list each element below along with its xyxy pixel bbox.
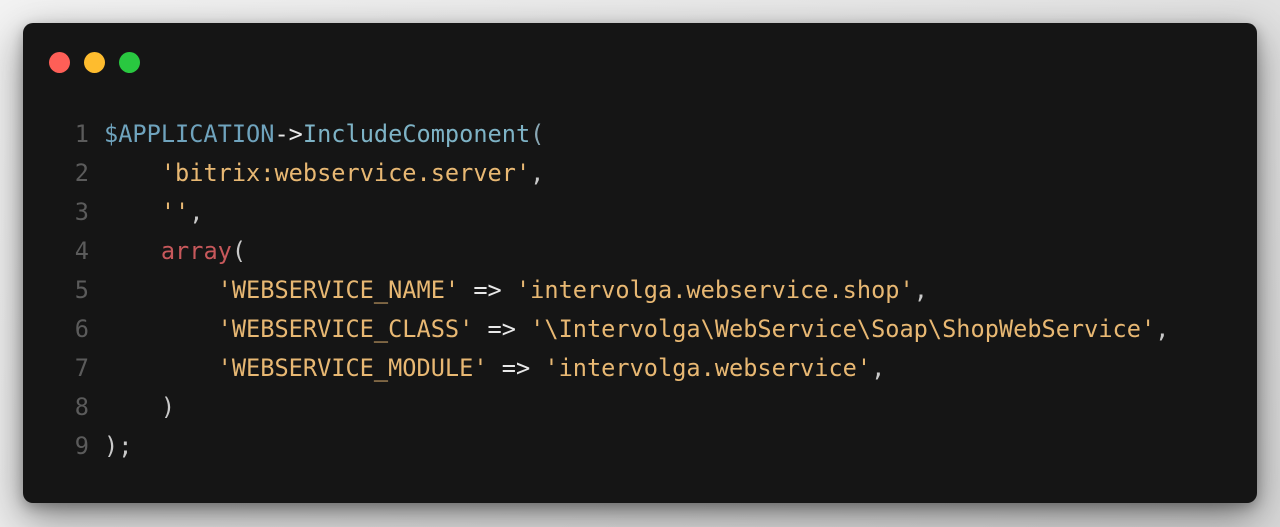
token-string: 'bitrix:webservice.server': [160, 159, 531, 187]
token-operator: =>: [487, 354, 545, 382]
token-punctuation: );: [104, 432, 133, 460]
code-content: array(: [104, 232, 246, 271]
line-number: 2: [74, 159, 89, 187]
token-operator: =>: [473, 315, 531, 343]
code-content: );: [104, 427, 132, 466]
minimize-window-icon[interactable]: [84, 52, 105, 73]
token-punctuation: ): [160, 393, 176, 421]
code-line: 4 array(: [23, 232, 1169, 271]
code-content: 'WEBSERVICE_CLASS' => '\Intervolga\WebSe…: [104, 310, 1170, 349]
token-punctuation: (: [231, 237, 247, 265]
code-line: 1 $APPLICATION->IncludeComponent(: [23, 115, 1169, 154]
token-keyword: array: [160, 237, 232, 265]
indent: [104, 393, 161, 421]
code-content: 'bitrix:webservice.server',: [104, 154, 545, 193]
token-punctuation: ,: [1155, 315, 1170, 343]
token-punctuation: (: [530, 120, 545, 148]
indent: [104, 354, 218, 382]
code-line: 9 );: [23, 427, 1169, 466]
token-string: 'WEBSERVICE_CLASS': [217, 315, 474, 343]
code-line: 2 'bitrix:webservice.server',: [23, 154, 1169, 193]
code-content: $APPLICATION->IncludeComponent(: [104, 115, 544, 154]
line-number: 7: [74, 354, 89, 382]
token-punctuation: ,: [530, 159, 545, 187]
line-number: 6: [74, 315, 89, 343]
token-operator: =>: [459, 276, 516, 304]
token-punctuation: ,: [189, 198, 204, 226]
line-number: 3: [74, 198, 89, 226]
maximize-window-icon[interactable]: [119, 52, 140, 73]
code-window: 1 $APPLICATION->IncludeComponent( 2 'bit…: [23, 23, 1257, 503]
code-line: 3 '',: [23, 193, 1169, 232]
indent: [104, 237, 161, 265]
line-number: 4: [74, 237, 89, 265]
token-operator: ->: [274, 120, 303, 148]
line-number: 9: [74, 432, 89, 460]
code-line: 7 'WEBSERVICE_MODULE' => 'intervolga.web…: [23, 349, 1169, 388]
code-line: 6 'WEBSERVICE_CLASS' => '\Intervolga\Web…: [23, 310, 1170, 349]
line-number: 8: [74, 393, 89, 421]
token-string: 'WEBSERVICE_NAME': [217, 276, 460, 304]
token-string: 'intervolga.webservice': [544, 354, 872, 382]
token-string: 'intervolga.webservice.shop': [515, 276, 914, 304]
token-punctuation: ,: [871, 354, 886, 382]
token-function: IncludeComponent: [302, 120, 531, 148]
code-line: 5 'WEBSERVICE_NAME' => 'intervolga.webse…: [23, 271, 1169, 310]
code-content: 'WEBSERVICE_MODULE' => 'intervolga.webse…: [104, 349, 886, 388]
close-window-icon[interactable]: [49, 52, 70, 73]
code-block: 1 $APPLICATION->IncludeComponent( 2 'bit…: [23, 115, 1170, 466]
code-content: ): [104, 388, 175, 427]
line-number: 5: [74, 276, 89, 304]
code-line: 8 ): [23, 388, 1169, 427]
token-string: '': [160, 198, 190, 226]
window-controls: [49, 52, 140, 73]
code-content: '',: [104, 193, 204, 232]
indent: [104, 159, 161, 187]
token-string: '\Intervolga\WebService\Soap\ShopWebServ…: [530, 315, 1156, 343]
indent: [104, 276, 218, 304]
indent: [104, 315, 218, 343]
line-number: 1: [74, 120, 89, 148]
token-string: 'WEBSERVICE_MODULE': [217, 354, 488, 382]
indent: [104, 198, 161, 226]
token-punctuation: ,: [913, 276, 928, 304]
code-content: 'WEBSERVICE_NAME' => 'intervolga.webserv…: [104, 271, 928, 310]
token-variable: $APPLICATION: [104, 120, 275, 148]
